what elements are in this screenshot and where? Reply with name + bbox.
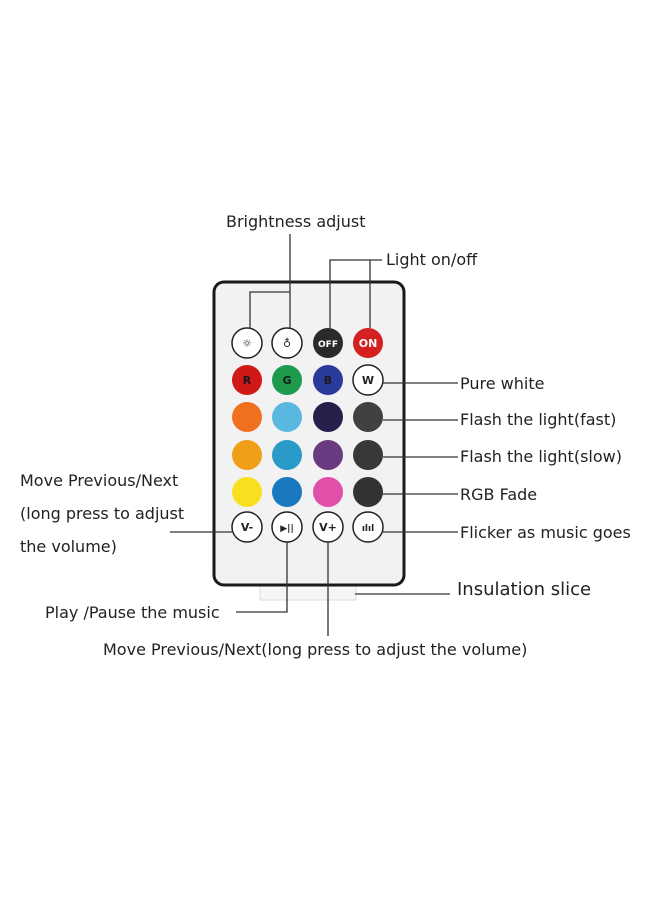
- button-circle[interactable]: [272, 402, 302, 432]
- button-white[interactable]: W: [352, 364, 384, 396]
- label-rgb-fade: RGB Fade: [460, 485, 538, 504]
- button-circle[interactable]: [353, 402, 383, 432]
- button-circle[interactable]: [232, 402, 262, 432]
- button-circle[interactable]: [232, 477, 262, 507]
- label-play-pause: Play /Pause the music: [45, 603, 220, 622]
- button-brightness-down[interactable]: ☼: [231, 327, 263, 359]
- play-line: [236, 542, 288, 613]
- button-brightness-up[interactable]: ♁: [271, 327, 303, 359]
- button-circle[interactable]: [352, 364, 384, 396]
- button-circle[interactable]: [313, 440, 343, 470]
- button-flash[interactable]: [353, 402, 383, 432]
- button-circle[interactable]: [272, 440, 302, 470]
- label-light-onoff: Light on/off: [386, 250, 478, 269]
- button-blue[interactable]: B: [313, 365, 343, 395]
- button-strobe[interactable]: [353, 440, 383, 470]
- button-circle[interactable]: [232, 440, 262, 470]
- remote-body: [212, 280, 406, 587]
- button-color-5-1[interactable]: [232, 477, 262, 507]
- label-insulation: Insulation slice: [457, 579, 592, 600]
- light-onoff-line: [329, 259, 382, 328]
- label-prev-next-3: the volume): [20, 537, 117, 556]
- label-prev-next-bottom: Move Previous/Next(long press to adjust …: [103, 640, 528, 659]
- button-circle[interactable]: [353, 440, 383, 470]
- brightness-up-icon: ♁: [283, 337, 291, 350]
- button-circle[interactable]: [272, 365, 302, 395]
- label-prev-next-1: Move Previous/Next: [20, 471, 179, 490]
- button-color-4-1[interactable]: [232, 440, 262, 470]
- brightness-down-icon: ☼: [242, 337, 252, 350]
- label-prev-next-2: (long press to adjust: [20, 504, 185, 523]
- button-label: ON: [359, 337, 378, 350]
- button-green[interactable]: G: [272, 365, 302, 395]
- button-label: V+: [319, 521, 337, 534]
- button-color-4-3[interactable]: [313, 440, 343, 470]
- button-circle[interactable]: [313, 402, 343, 432]
- button-color-4-2[interactable]: [272, 440, 302, 470]
- button-grid: ☼ ♁ OFF ON R G B W V- ▶|| V+ ılıl: [231, 327, 384, 543]
- button-label: R: [243, 374, 252, 387]
- button-circle[interactable]: [313, 477, 343, 507]
- button-label: G: [282, 374, 291, 387]
- label-brightness: Brightness adjust: [226, 212, 366, 231]
- button-label: B: [324, 374, 332, 387]
- button-prev-vol-down[interactable]: V-: [231, 511, 263, 543]
- button-red[interactable]: R: [232, 365, 262, 395]
- button-circle[interactable]: [231, 327, 263, 359]
- button-color-3-1[interactable]: [232, 402, 262, 432]
- button-label: V-: [241, 521, 253, 534]
- button-circle[interactable]: [313, 328, 343, 358]
- button-label: W: [362, 374, 374, 387]
- button-circle[interactable]: [232, 365, 262, 395]
- button-color-3-3[interactable]: [313, 402, 343, 432]
- button-color-3-2[interactable]: [272, 402, 302, 432]
- button-off[interactable]: OFF: [313, 328, 343, 358]
- button-circle[interactable]: [231, 511, 263, 543]
- button-circle[interactable]: [271, 327, 303, 359]
- button-circle[interactable]: [353, 328, 383, 358]
- button-next-vol-up[interactable]: V+: [312, 511, 344, 543]
- button-music[interactable]: ılıl: [352, 511, 384, 543]
- label-flicker: Flicker as music goes: [460, 523, 631, 542]
- music-icon: ılıl: [362, 524, 374, 534]
- button-on[interactable]: ON: [353, 328, 383, 358]
- brightness-line: [249, 234, 291, 328]
- button-color-5-2[interactable]: [272, 477, 302, 507]
- button-label: OFF: [318, 340, 338, 350]
- button-circle[interactable]: [272, 477, 302, 507]
- button-circle[interactable]: [352, 511, 384, 543]
- label-flash-slow: Flash the light(slow): [460, 447, 622, 466]
- button-circle[interactable]: [313, 365, 343, 395]
- button-fade[interactable]: [353, 477, 383, 507]
- button-play-pause[interactable]: ▶||: [271, 511, 303, 543]
- button-color-5-3[interactable]: [313, 477, 343, 507]
- callout-lines: [170, 234, 458, 636]
- play-pause-icon: ▶||: [280, 524, 294, 534]
- label-pure-white: Pure white: [460, 374, 545, 393]
- label-flash-fast: Flash the light(fast): [460, 410, 617, 429]
- button-circle[interactable]: [353, 477, 383, 507]
